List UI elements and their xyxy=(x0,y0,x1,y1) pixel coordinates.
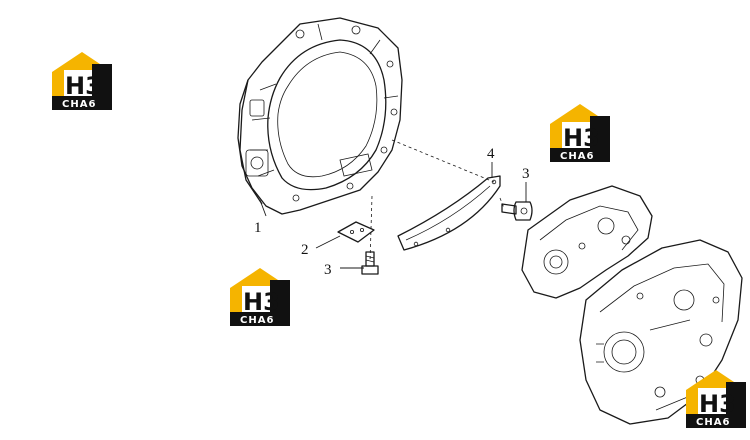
svg-text:CHA6: CHA6 xyxy=(62,99,96,110)
watermark-logo: H3 CHA6 xyxy=(52,52,112,110)
svg-text:H3: H3 xyxy=(563,124,600,152)
leader-line-2 xyxy=(315,235,341,249)
watermark-logo: H3 CHA6 xyxy=(686,370,746,428)
assembly-line xyxy=(499,197,505,209)
callout-2: 2 xyxy=(301,242,309,258)
watermark-logo: H3 CHA6 xyxy=(230,268,290,326)
bolt-part-lower xyxy=(361,251,379,275)
assembly-line xyxy=(391,139,495,183)
svg-text:H3: H3 xyxy=(65,72,102,100)
callout-3-lower: 3 xyxy=(324,262,332,278)
watermark-logo: H3 CHA6 xyxy=(550,104,610,162)
callout-1: 1 xyxy=(254,220,262,236)
leader-line-1 xyxy=(259,199,267,217)
callout-4: 4 xyxy=(487,146,495,162)
svg-text:CHA6: CHA6 xyxy=(696,417,730,428)
callout-3-upper: 3 xyxy=(522,166,530,182)
svg-text:CHA6: CHA6 xyxy=(560,151,594,162)
flywheel-housing-part xyxy=(237,17,403,215)
cover-plate-part xyxy=(337,221,375,243)
assembly-line xyxy=(369,195,373,263)
engine-block-backdrop xyxy=(521,185,743,425)
bolt-part-upper xyxy=(501,201,533,221)
svg-text:H3: H3 xyxy=(699,390,736,418)
svg-text:H3: H3 xyxy=(243,288,280,316)
svg-text:CHA6: CHA6 xyxy=(240,315,274,326)
crescent-cover-part xyxy=(397,175,501,251)
